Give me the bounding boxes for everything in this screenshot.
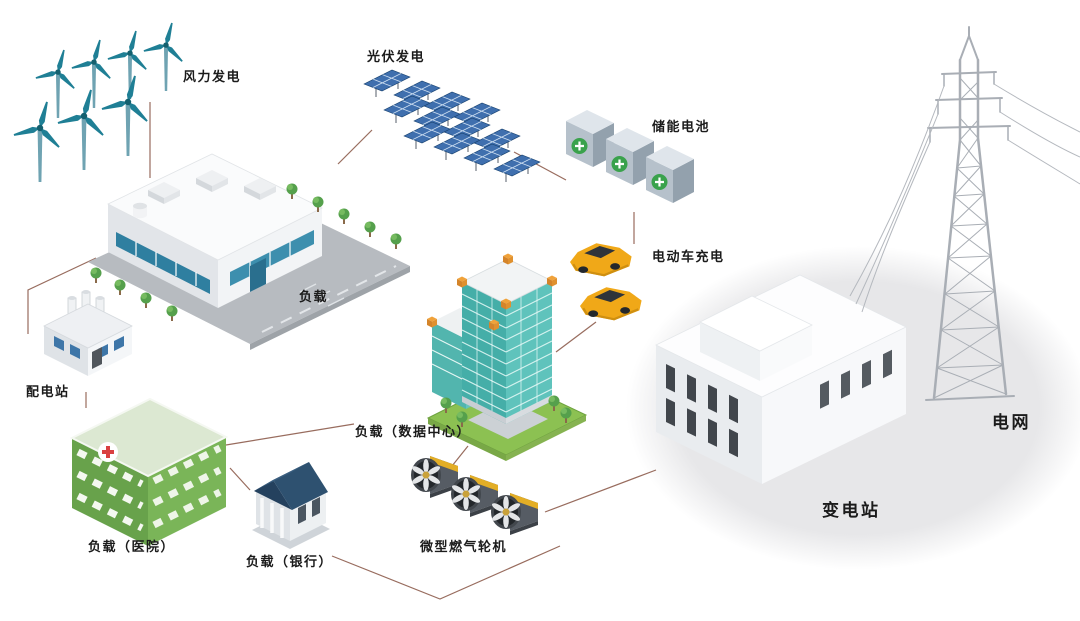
label-load-hospital: 负载（医院） xyxy=(88,539,176,554)
label-load-bank: 负载（银行） xyxy=(246,554,334,569)
label-storage-battery: 储能电池 xyxy=(652,119,711,134)
factory-illustration xyxy=(88,153,410,350)
substation-illustration xyxy=(655,274,907,484)
label-ev-charging: 电动车充电 xyxy=(652,249,725,264)
label-solar-power: 光伏发电 xyxy=(367,49,426,64)
wind-turbines-illustration xyxy=(13,22,185,182)
datacenter-illustration xyxy=(426,253,588,461)
label-substation: 变电站 xyxy=(822,501,881,520)
label-distribution-station: 配电站 xyxy=(26,384,70,399)
hospital-illustration xyxy=(69,397,229,546)
label-micro-gas-turbine: 微型燃气轮机 xyxy=(420,539,508,554)
micro-gas-turbines-illustration xyxy=(410,456,538,535)
solar-panels-illustration xyxy=(363,69,541,183)
label-wind-power: 风力发电 xyxy=(183,69,242,84)
connection-lines xyxy=(27,102,657,600)
label-load-datacenter: 负载（数据中心） xyxy=(355,424,472,439)
bank-illustration xyxy=(252,462,330,549)
power-lines xyxy=(849,83,1080,313)
distribution-station-illustration xyxy=(43,290,133,376)
label-load-factory: 负载 xyxy=(299,289,329,304)
label-power-grid: 电网 xyxy=(992,413,1031,432)
ev-cars-illustration xyxy=(568,242,643,322)
